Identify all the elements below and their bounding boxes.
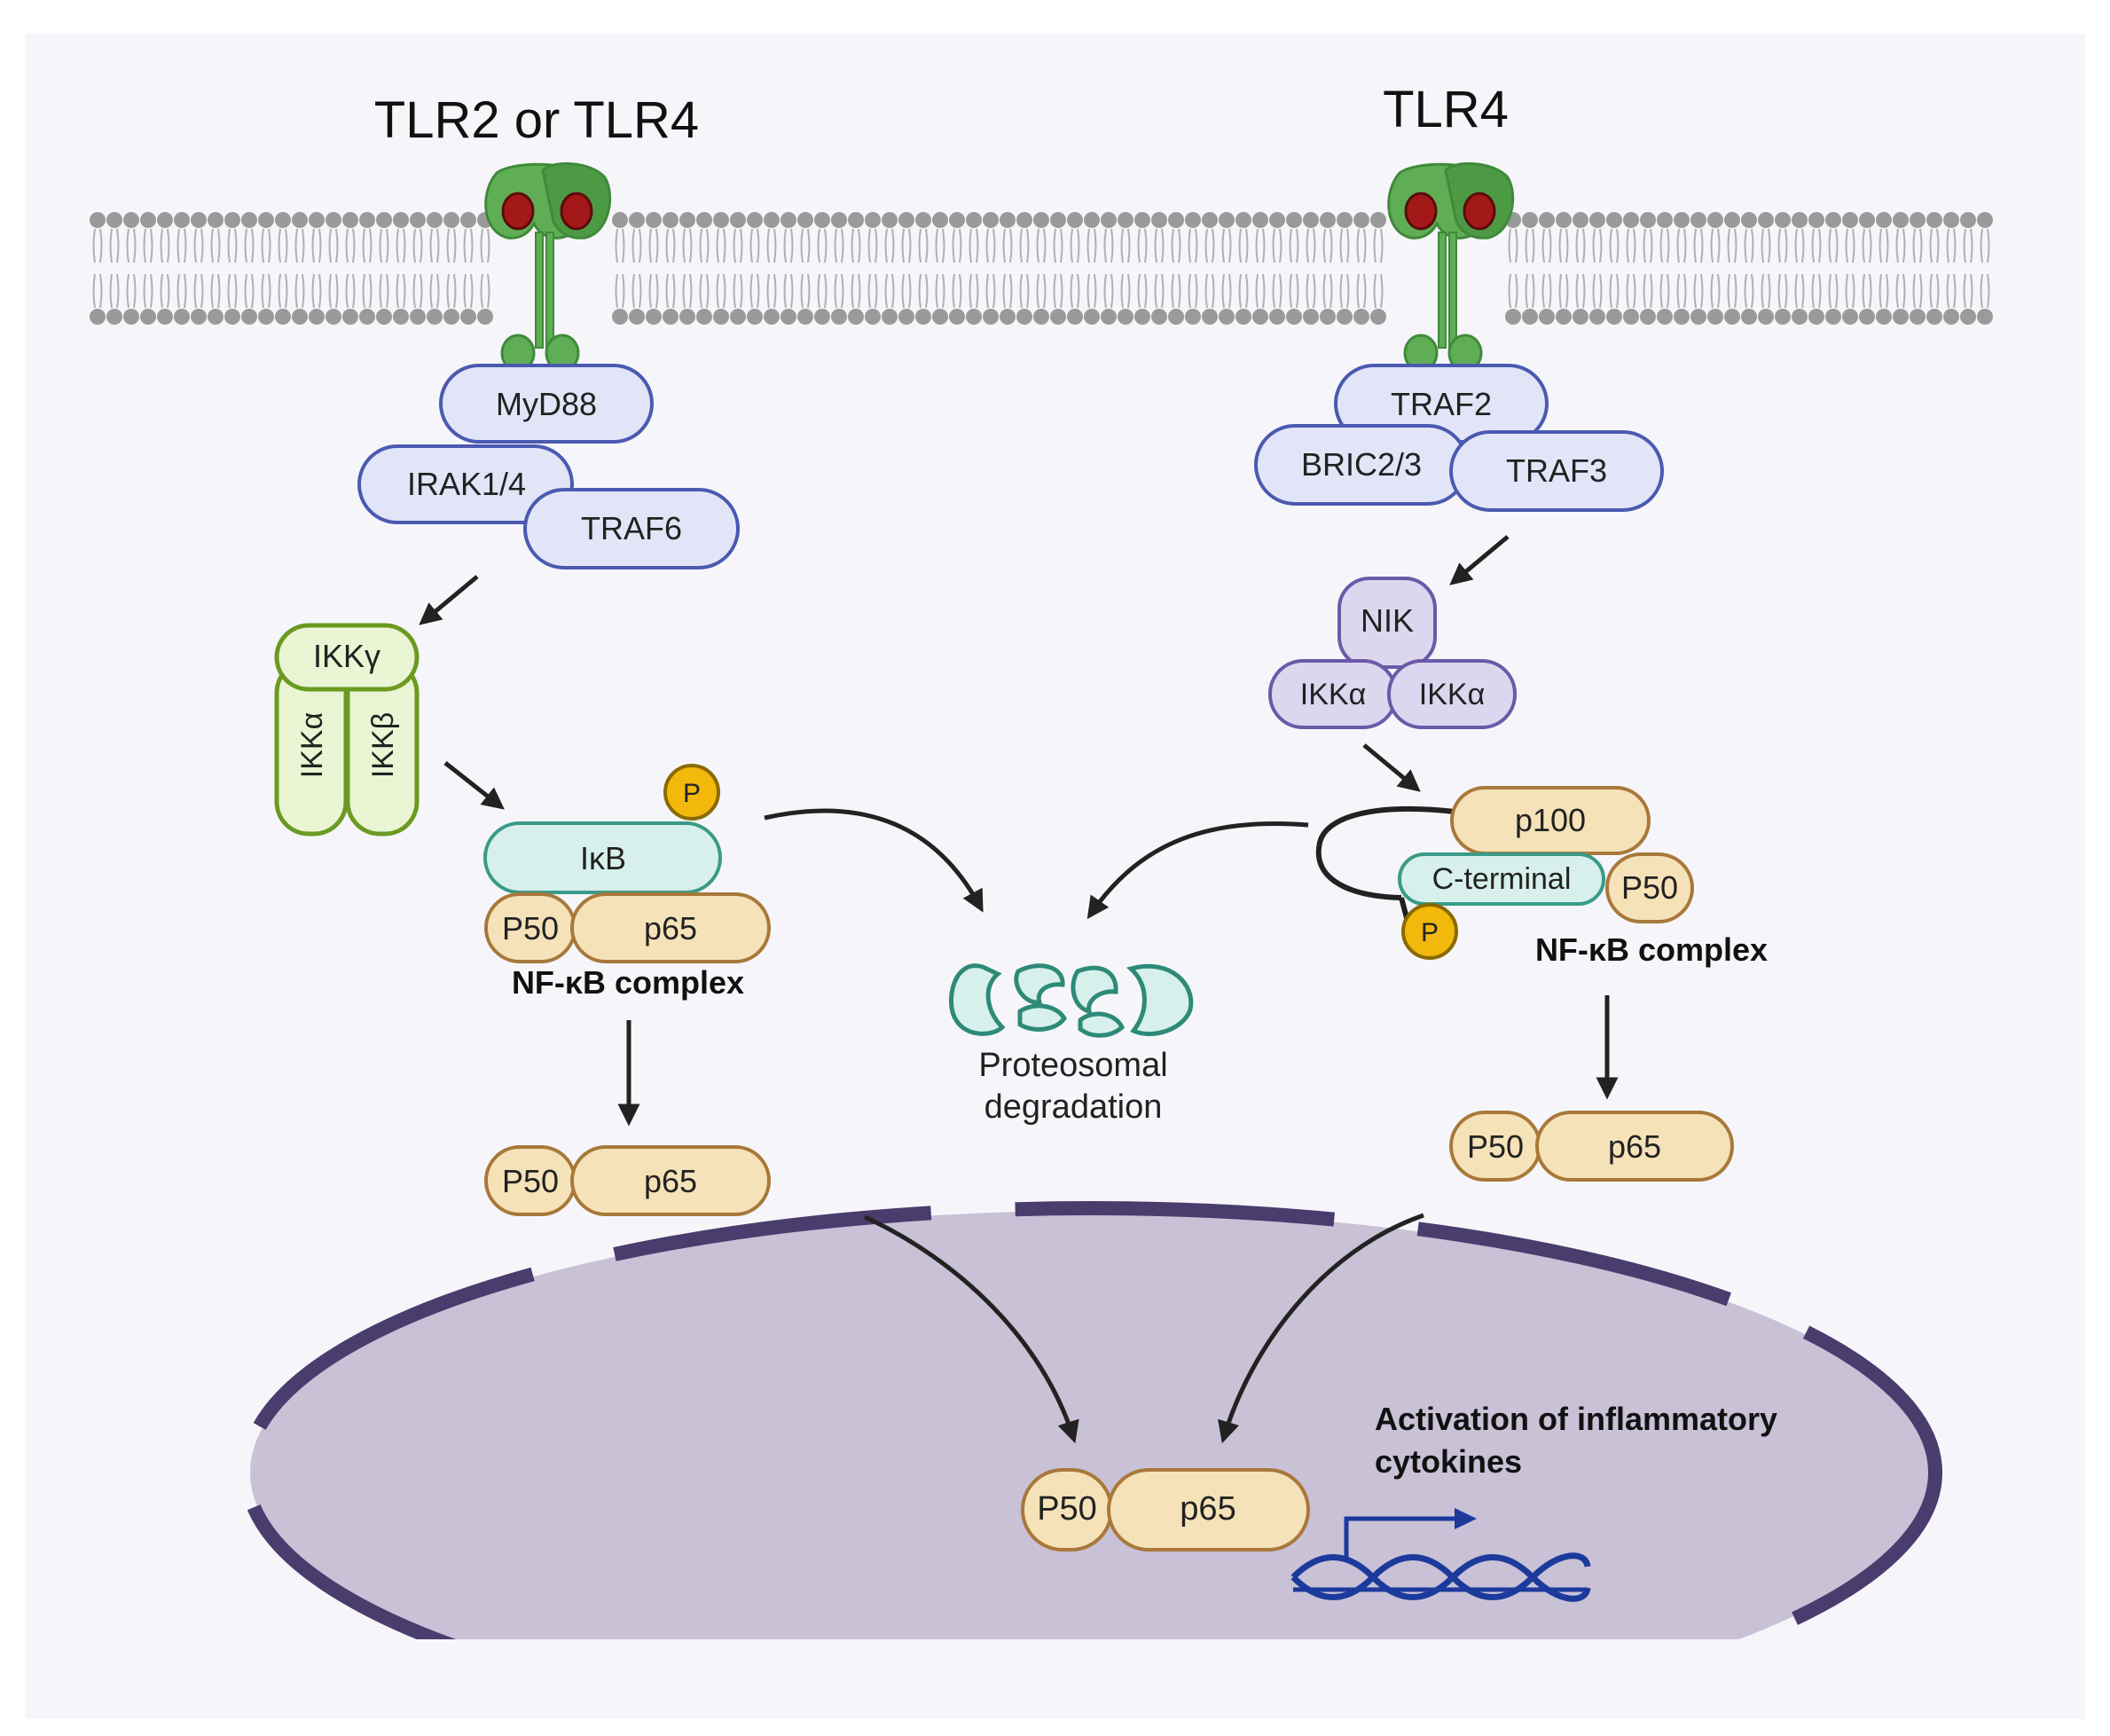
svg-text:TRAF2: TRAF2 bbox=[1391, 386, 1492, 422]
svg-text:IκB: IκB bbox=[580, 840, 626, 876]
svg-text:MyD88: MyD88 bbox=[496, 386, 597, 422]
receptor-left bbox=[484, 161, 612, 373]
nfkb-complex-left: P50 p65 bbox=[484, 892, 771, 963]
svg-text:IRAK1/4: IRAK1/4 bbox=[407, 466, 526, 502]
traf3-adaptor: TRAF3 bbox=[1449, 430, 1664, 512]
svg-text:P50: P50 bbox=[1037, 1490, 1097, 1528]
svg-text:P50: P50 bbox=[1621, 869, 1678, 906]
svg-text:P50: P50 bbox=[502, 910, 559, 947]
p100-complex: p100 C-terminal P50 bbox=[1315, 786, 1694, 932]
svg-text:P: P bbox=[1421, 918, 1439, 947]
nucleus bbox=[239, 1201, 1942, 1639]
bric-protein: BRIC2/3 bbox=[1254, 424, 1469, 506]
arrow-ikka-to-p100 bbox=[1362, 743, 1421, 792]
ikk-alpha-1-label: IKKα bbox=[1300, 678, 1366, 711]
cell-membrane bbox=[90, 212, 1993, 325]
svg-text:p65: p65 bbox=[1180, 1490, 1235, 1528]
arrow-traf6-to-ikk bbox=[419, 575, 479, 625]
ikk-alpha-2-label: IKKα bbox=[1419, 678, 1485, 711]
svg-text:BRIC2/3: BRIC2/3 bbox=[1301, 446, 1422, 483]
arrow-left-to-nucleus bbox=[863, 1214, 1079, 1444]
ikk-alpha-label: IKKα bbox=[295, 712, 329, 778]
nik-label: NIK bbox=[1361, 602, 1414, 639]
arrows bbox=[419, 535, 1619, 1444]
arrow-right-to-nucleus bbox=[1218, 1213, 1424, 1444]
receptor-right bbox=[1387, 161, 1515, 373]
myd88-adaptor: MyD88 bbox=[439, 364, 654, 444]
svg-text:P50: P50 bbox=[1467, 1128, 1524, 1165]
arrow-p100-to-degradation bbox=[1086, 821, 1309, 920]
ikk-gamma-label: IKKγ bbox=[313, 638, 380, 674]
phospho-right: P bbox=[1401, 903, 1458, 960]
receptor-right-label: TLR4 bbox=[1383, 81, 1509, 138]
arrow-traf3-to-nik bbox=[1449, 535, 1510, 585]
nfkb-complex-right-label: NF-κB complex bbox=[1535, 931, 1768, 968]
dna-helix-icon bbox=[1290, 1552, 1591, 1602]
irak-kinase: IRAK1/4 bbox=[357, 444, 574, 524]
nfkb-complex-left-label: NF-κB complex bbox=[512, 964, 744, 1001]
proteasome-icon bbox=[948, 963, 1194, 1038]
nuclear-nfkb: P50 p65 bbox=[1021, 1468, 1310, 1551]
svg-text:p65: p65 bbox=[644, 910, 697, 947]
ikk-complex-left: IKKγ IKKα IKKβ bbox=[274, 623, 420, 837]
traf2-adaptor: TRAF2 bbox=[1334, 364, 1549, 444]
svg-text:p65: p65 bbox=[644, 1163, 697, 1199]
nik-complex: NIK IKKα IKKα bbox=[1268, 577, 1517, 729]
free-nfkb-left: P50 p65 bbox=[484, 1145, 771, 1216]
degradation-line2: degradation bbox=[984, 1088, 1163, 1126]
activation-line1: Activation of inflammatory bbox=[1375, 1401, 1777, 1437]
svg-text:C-terminal: C-terminal bbox=[1432, 862, 1572, 896]
ikb-inhibitor: IκB bbox=[483, 821, 722, 894]
free-nfkb-right: P50 p65 bbox=[1449, 1111, 1734, 1182]
svg-text:p100: p100 bbox=[1515, 802, 1586, 838]
arrow-ikb-to-degradation bbox=[764, 808, 984, 913]
receptor-left-label: TLR2 or TLR4 bbox=[374, 91, 699, 149]
svg-text:P: P bbox=[683, 779, 701, 808]
transcription-arrow-icon bbox=[1344, 1508, 1477, 1557]
ikk-beta-label: IKKβ bbox=[366, 712, 400, 778]
svg-text:p65: p65 bbox=[1608, 1128, 1661, 1165]
svg-text:TRAF3: TRAF3 bbox=[1506, 452, 1607, 489]
svg-text:P50: P50 bbox=[502, 1163, 559, 1199]
activation-line2: cytokines bbox=[1375, 1443, 1522, 1480]
degradation-line1: Proteosomal bbox=[978, 1047, 1167, 1084]
traf6-adaptor: TRAF6 bbox=[523, 488, 740, 570]
svg-text:TRAF6: TRAF6 bbox=[581, 510, 682, 546]
phospho-left: P bbox=[663, 764, 720, 821]
arrow-ikk-to-ikb bbox=[443, 761, 505, 810]
